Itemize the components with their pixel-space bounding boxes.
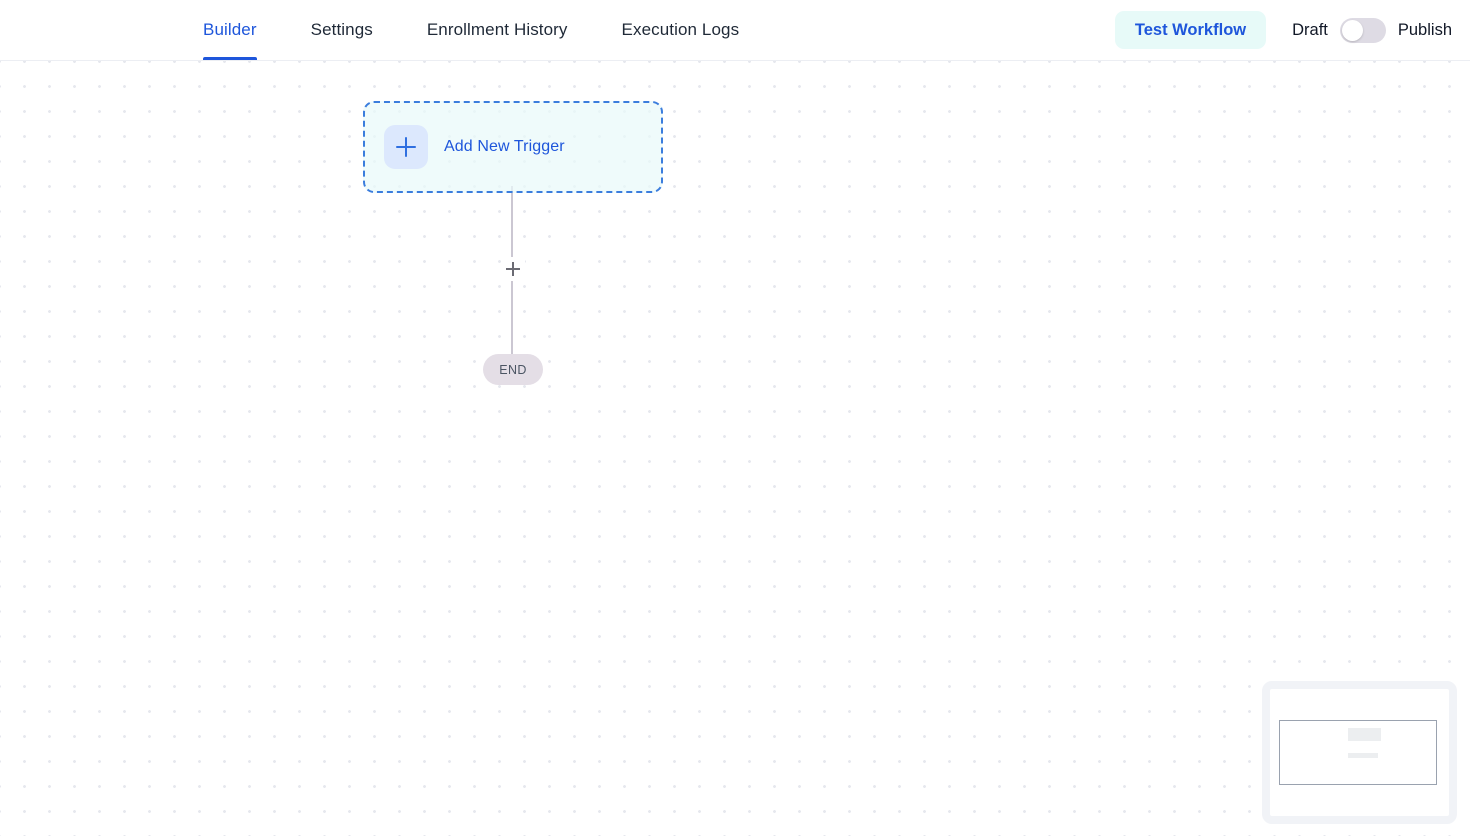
add-new-trigger-label: Add New Trigger bbox=[444, 138, 565, 155]
tab-enrollment-history-label: Enrollment History bbox=[426, 20, 568, 39]
publish-label: Publish bbox=[1397, 20, 1452, 39]
tab-builder-label: Builder bbox=[203, 20, 257, 39]
minimap-viewport-rect[interactable] bbox=[1279, 720, 1437, 785]
tab-builder[interactable]: Builder bbox=[203, 0, 257, 60]
tab-settings-label: Settings bbox=[310, 20, 373, 39]
end-node[interactable]: END bbox=[483, 354, 543, 385]
tab-settings[interactable]: Settings bbox=[311, 0, 373, 60]
add-new-trigger-node[interactable]: Add New Trigger bbox=[363, 101, 663, 193]
tab-bar: Builder Settings Enrollment History Exec… bbox=[203, 0, 739, 60]
end-node-label: END bbox=[499, 362, 527, 377]
app-header: Builder Settings Enrollment History Exec… bbox=[0, 0, 1470, 61]
tab-execution-logs[interactable]: Execution Logs bbox=[622, 0, 740, 60]
plus-icon bbox=[384, 125, 428, 169]
add-step-plus-icon[interactable] bbox=[501, 257, 525, 281]
minimap-node-end bbox=[1348, 753, 1378, 758]
test-workflow-button[interactable]: Test Workflow bbox=[1114, 10, 1267, 50]
toggle-knob bbox=[1341, 19, 1363, 41]
canvas-minimap[interactable] bbox=[1262, 681, 1457, 824]
minimap-node-trigger bbox=[1348, 728, 1381, 741]
draft-label: Draft bbox=[1292, 20, 1328, 39]
tab-enrollment-history[interactable]: Enrollment History bbox=[427, 0, 568, 60]
header-actions: Test Workflow Draft Publish bbox=[1114, 0, 1452, 60]
tab-execution-logs-label: Execution Logs bbox=[621, 20, 740, 39]
workflow-canvas[interactable]: Add New Trigger END bbox=[0, 61, 1470, 836]
publish-toggle-group: Draft Publish bbox=[1292, 17, 1452, 43]
publish-toggle[interactable] bbox=[1339, 17, 1386, 43]
